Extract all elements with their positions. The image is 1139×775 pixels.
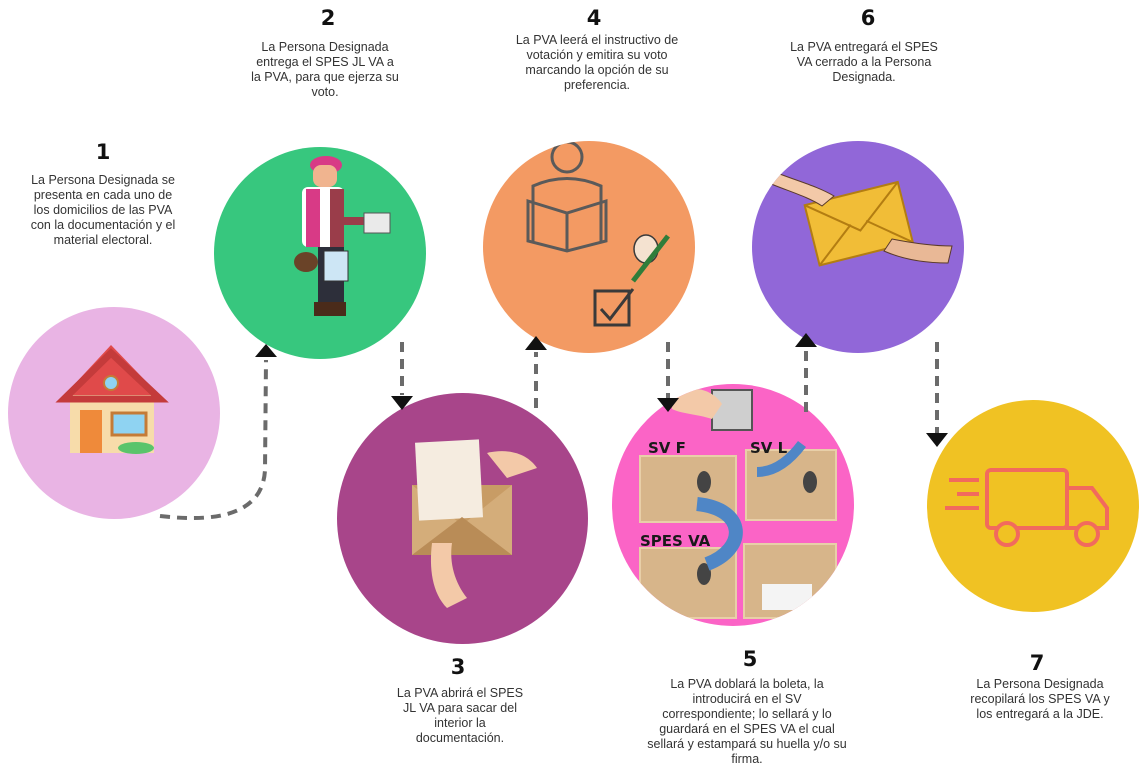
step-6-number: 6	[860, 6, 876, 30]
handover-envelope-icon	[763, 170, 953, 267]
step-1-circle	[8, 307, 220, 519]
step-2-circle	[214, 147, 426, 359]
arrowhead-down-icon	[391, 396, 413, 410]
reading-person-icon	[526, 141, 670, 327]
step-6-circle	[752, 141, 964, 353]
open-envelope-icon	[412, 439, 537, 608]
step-7-number: 7	[1029, 651, 1045, 675]
arrowhead-up-icon	[255, 344, 277, 357]
step-3-circle	[337, 393, 588, 644]
arrowhead-up-icon	[795, 333, 817, 347]
house-icon	[55, 345, 169, 454]
step-7-description: La Persona Designada recopilará los SPES…	[970, 677, 1110, 721]
spes-va-label: SPES VA	[640, 532, 711, 550]
arrowhead-up-icon	[525, 336, 547, 350]
step-6-description: La PVA entregará el SPES VA cerrado a la…	[790, 40, 938, 84]
step-2-number: 2	[320, 6, 336, 30]
step-5-circle	[612, 384, 854, 626]
arrowhead-down-icon	[926, 433, 948, 447]
step-5-number: 5	[742, 647, 758, 671]
sv-l-label: SV L	[750, 439, 788, 457]
step-7-circle	[927, 400, 1139, 612]
step-3-number: 3	[450, 655, 466, 679]
arrowhead-down-icon	[657, 398, 679, 412]
step-4-description: La PVA leerá el instructivo de votación …	[515, 33, 679, 92]
step-5-description: La PVA doblará la boleta, la introducirá…	[647, 677, 847, 766]
connector-1-to-2	[159, 359, 268, 521]
delivery-person-icon	[294, 156, 391, 316]
step-4-number: 4	[586, 6, 602, 30]
step-2-description: La Persona Designada entrega el SPES JL …	[251, 40, 399, 99]
delivery-truck-icon	[945, 468, 1109, 547]
step-4-circle	[483, 141, 695, 353]
sv-f-label: SV F	[648, 439, 686, 457]
step-1-number: 1	[95, 140, 111, 164]
step-3-description: La PVA abrirá el SPES JL VA para sacar d…	[396, 686, 524, 745]
step-1-description: La Persona Designada se presenta en cada…	[30, 173, 176, 247]
